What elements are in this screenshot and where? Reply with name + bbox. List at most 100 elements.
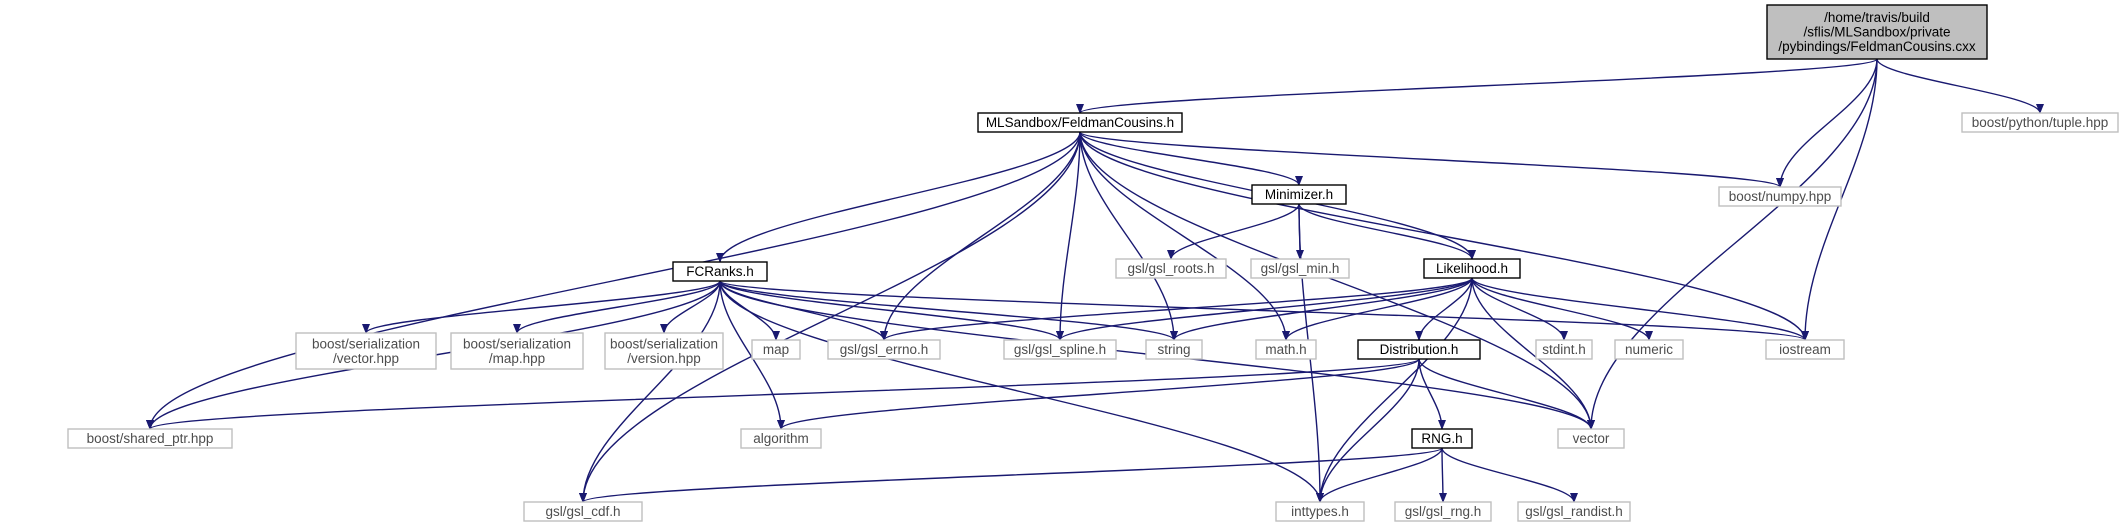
edge-arrow [880,277,1473,341]
edge-likelihood-to-numeric [1471,277,1653,341]
node-label: boost/serialization [312,336,420,351]
edge-fcranks-to-servec [362,280,721,334]
edge-arrow [1079,131,1784,188]
node-fcranks[interactable]: FCRanks.h [672,261,768,282]
edge-root-to-tuple [1876,58,2044,114]
node-rng[interactable]: RNG.h [1411,428,1473,449]
edge-fc-to-math [1079,131,1290,341]
node-label: stdint.h [1542,342,1586,357]
node-tuple: boost/python/tuple.hpp [1961,112,2119,133]
node-label: iostream [1779,342,1831,357]
node-numpy: boost/numpy.hpp [1718,186,1842,207]
edge-arrow [1056,277,1473,341]
node-box [1765,339,1845,360]
edge-arrow [1471,277,1568,341]
node-label: Minimizer.h [1265,187,1333,202]
edge-arrow [1170,277,1473,341]
node-gslrng: gsl/gsl_rng.h [1394,501,1492,522]
edge-arrow [1079,131,1595,430]
edge-arrow [1471,277,1809,341]
node-label: inttypes.h [1291,504,1349,519]
node-box [295,332,437,370]
edge-arrow [1418,358,1595,430]
node-label: gsl/gsl_errno.h [840,342,929,357]
node-label: boost/shared_ptr.hpp [87,431,214,446]
node-label: boost/numpy.hpp [1729,189,1832,204]
node-box [523,501,643,522]
node-box [751,339,801,360]
edge-fc-to-fcranks [716,131,1081,263]
node-box [1411,428,1473,449]
edge-likelihood-to-spline [1056,277,1473,341]
edge-arrow [660,280,721,334]
node-label: /map.hpp [489,351,545,366]
edge-arrow [1876,58,2044,114]
node-label: gsl/gsl_spline.h [1014,342,1106,357]
edge-arrow [1079,131,1303,186]
node-label: FCRanks.h [686,264,754,279]
node-numeric: numeric [1614,339,1684,360]
node-spline: gsl/gsl_spline.h [1003,339,1117,360]
node-box [1614,339,1684,360]
edge-root-to-fc [1076,58,1878,114]
node-box [1255,339,1317,360]
edge-minimizer-to-roots [1167,203,1300,260]
edge-likelihood-to-stdint [1471,277,1568,341]
edge-likelihood-to-iostream [1471,277,1809,341]
node-likelihood[interactable]: Likelihood.h [1423,258,1521,279]
node-randist: gsl/gsl_randist.h [1517,501,1631,522]
edge-arrow [719,280,1178,341]
node-label: MLSandbox/FeldmanCousins.h [986,115,1174,130]
edge-rng-to-cdf [579,447,1443,503]
node-box [1115,258,1227,279]
edge-arrow [1316,358,1420,503]
node-box [1517,501,1631,522]
edge-fc-to-numpy [1079,131,1784,188]
edge-arrow [579,280,721,503]
node-box [1718,186,1842,207]
edge-rng-to-inttypes [1316,447,1443,503]
node-box [1251,184,1347,205]
node-minimizer[interactable]: Minimizer.h [1251,184,1347,205]
node-box [740,428,822,449]
node-roots: gsl/gsl_roots.h [1115,258,1227,279]
edge-arrow [1776,58,1878,188]
node-box [1423,258,1521,279]
node-label: boost/serialization [610,336,718,351]
edge-fcranks-to-iostream [719,280,1809,341]
edge-fc-to-sharedptr [146,131,1081,430]
edge-arrow [1587,58,1878,430]
node-label: string [1157,342,1190,357]
edge-arrow [719,280,1064,341]
node-box [1766,4,1988,60]
node-box [1250,258,1350,279]
node-iostream: iostream [1765,339,1845,360]
edge-fc-to-errno [880,131,1081,341]
edge-arrow [146,131,1081,430]
node-box [827,339,941,360]
edge-likelihood-to-distribution [1415,277,1473,341]
node-root[interactable]: /home/travis/build/sflis/MLSandbox/priva… [1766,4,1988,60]
edge-distribution-to-algorithm [777,358,1420,430]
edge-root-to-numpy [1776,58,1878,188]
node-distribution[interactable]: Distribution.h [1357,339,1481,360]
edge-fcranks-to-cdf [579,280,721,503]
edge-likelihood-to-string [1170,277,1473,341]
edge-likelihood-to-inttypes [1316,277,1473,503]
node-fc[interactable]: MLSandbox/FeldmanCousins.h [977,112,1183,133]
node-gslmin: gsl/gsl_min.h [1250,258,1350,279]
node-stdint: stdint.h [1535,339,1593,360]
edge-arrow [719,280,1324,503]
edge-fcranks-to-spline [719,280,1064,341]
edge-distribution-to-rng [1418,358,1446,430]
node-errno: gsl/gsl_errno.h [827,339,941,360]
edge-arrow [880,131,1081,341]
node-box [1275,501,1365,522]
node-label: boost/serialization [463,336,571,351]
node-box [1961,112,2119,133]
edge-arrow [1298,203,1476,260]
edge-arrow [1415,277,1473,341]
node-servec: boost/serialization/vector.hpp [295,332,437,370]
node-box [1003,339,1117,360]
edge-rng-to-randist [1441,447,1578,503]
